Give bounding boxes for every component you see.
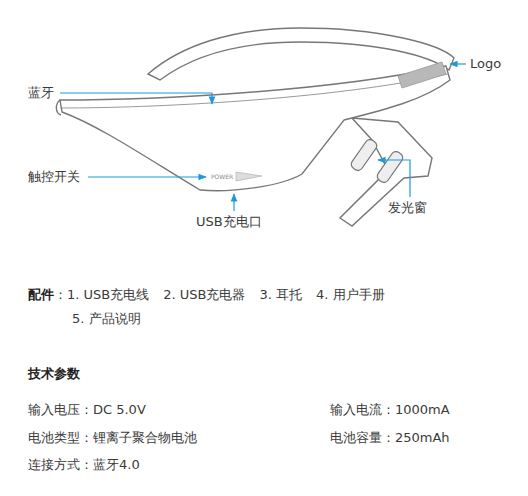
spec-item: 电池容量：250mAh (330, 430, 450, 446)
logo-plate (398, 62, 446, 88)
light-window (375, 150, 404, 185)
leader-line (378, 160, 410, 197)
power-triangle (236, 172, 262, 181)
section-heading: 技术参数 (28, 366, 80, 382)
spec-item: 输入电流：1000mA (330, 402, 450, 418)
part-label: Logo (470, 56, 501, 72)
part-label: 发光窗 (388, 200, 427, 216)
accessory-item: 3. 耳托 (259, 287, 302, 303)
leader-line (450, 63, 466, 64)
hook (56, 100, 61, 115)
accessory-item: 5. 产品说明 (72, 311, 141, 327)
accessory-item: 2. USB充电器 (163, 287, 245, 303)
spec-item: 输入电压：DC 5.0V (28, 402, 146, 418)
front-band (60, 66, 450, 191)
section-heading: 配件 (28, 287, 54, 303)
leader-line (233, 194, 234, 211)
front-edge (62, 74, 448, 108)
device-print: POWER (211, 173, 233, 181)
back-band (148, 28, 454, 80)
leader-line (88, 176, 206, 177)
leader-line (60, 93, 212, 104)
accessory-row: 配件：1. USB充电线 2. USB充电器 3. 耳托 4. 用户手册 (28, 287, 385, 303)
part-label: USB充电口 (196, 214, 262, 230)
spec-item: 连接方式：蓝牙4.0 (28, 457, 140, 473)
accessory-item: 4. 用户手册 (316, 287, 385, 303)
accessory-item: ：1. USB充电线 (54, 287, 149, 303)
light-window (349, 138, 378, 173)
spec-item: 电池类型：锂离子聚合物电池 (28, 430, 197, 446)
part-label: 触控开关 (28, 169, 80, 185)
temple-arm (340, 118, 432, 226)
part-label: 蓝牙 (28, 85, 54, 101)
